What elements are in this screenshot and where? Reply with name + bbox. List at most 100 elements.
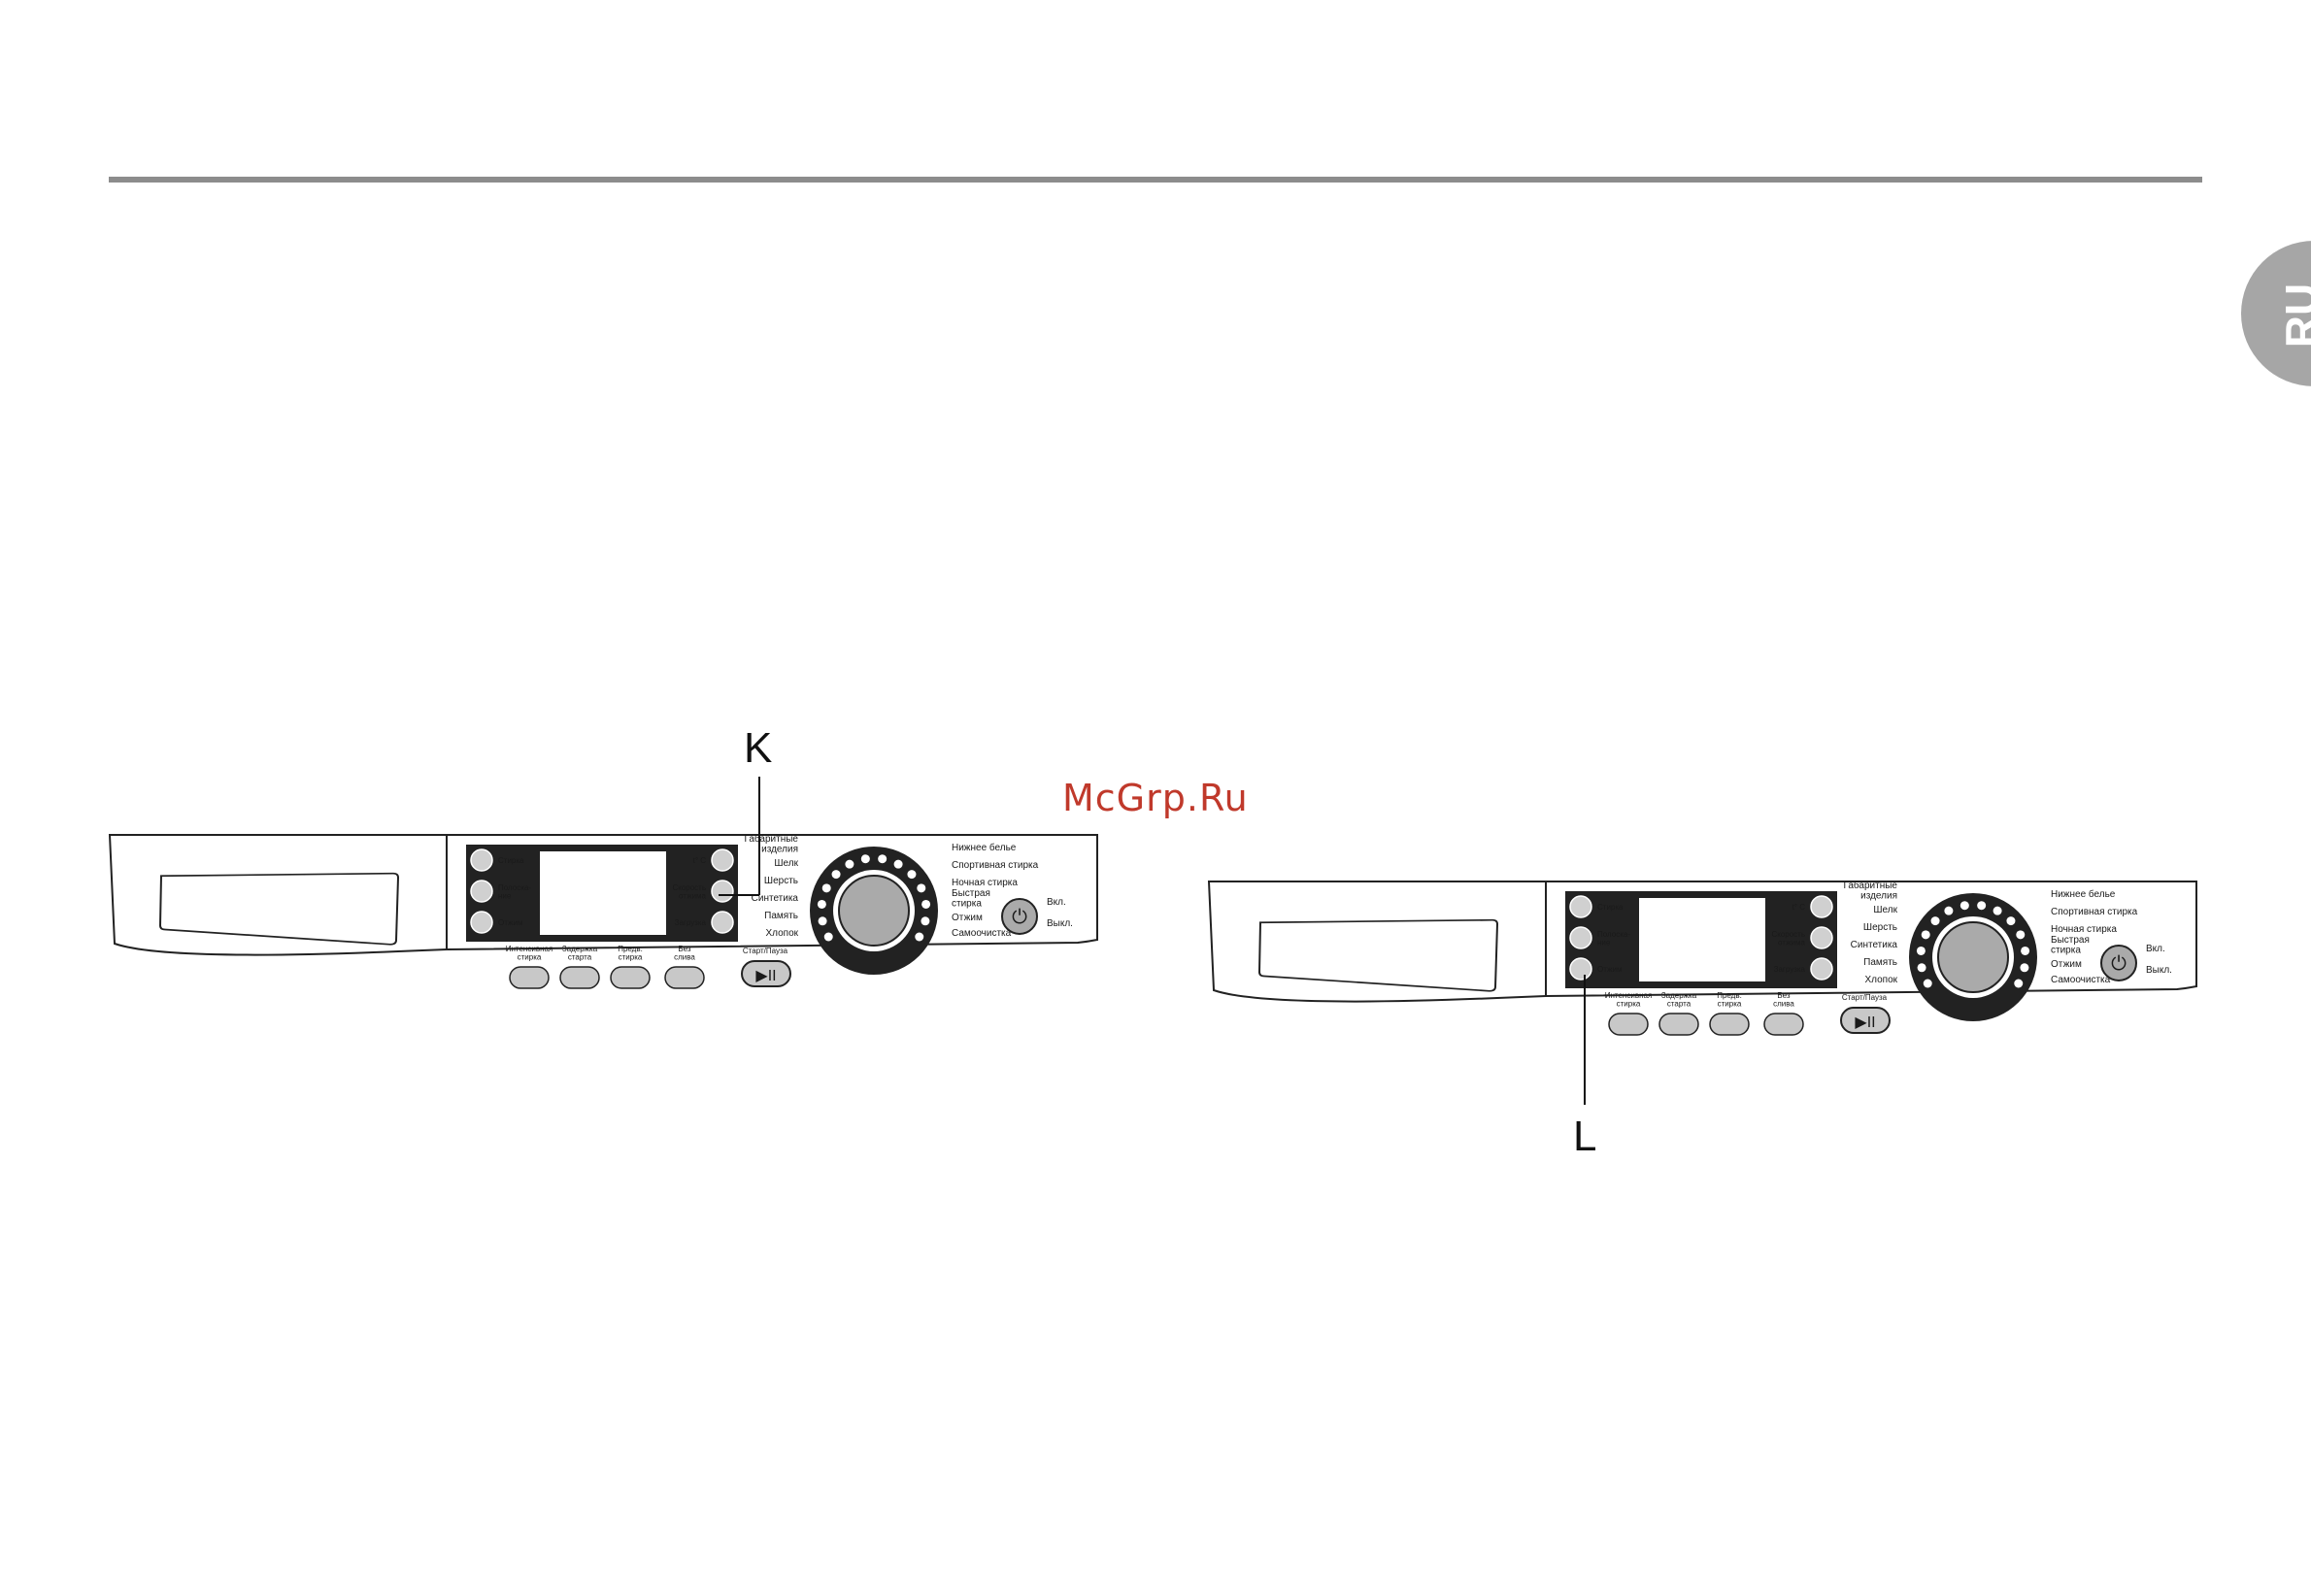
option-button-label: стирка [1718, 999, 1742, 1008]
option-button-label: Без [678, 945, 691, 953]
program-label-left: изделия [761, 845, 798, 855]
program-label-right: Ночная стирка [2051, 924, 2117, 935]
display-button-right [1810, 957, 1833, 981]
program-label-left: Хлопок [1864, 975, 1897, 985]
option-button [1709, 1013, 1750, 1036]
program-indicator-led [1923, 979, 1932, 988]
display-button-right [1810, 895, 1833, 918]
program-label-left: Синтетика [1851, 940, 1898, 950]
display-button-left-label: Полоска- [1597, 930, 1630, 939]
option-button [1763, 1013, 1804, 1036]
program-indicator-led [2016, 930, 2026, 940]
start-pause-label: Старт/Пауза [743, 947, 788, 955]
detergent-drawer [158, 872, 400, 946]
program-label-right: Быстрая [952, 888, 990, 899]
program-label-left: Память [1863, 957, 1897, 968]
program-indicator-led [845, 859, 854, 869]
option-button [1658, 1013, 1699, 1036]
option-button-label: Предв. [1717, 991, 1742, 1000]
program-indicator-led [2014, 979, 2024, 988]
program-indicator-led [893, 859, 903, 869]
option-button-label: Интенсивная [506, 945, 553, 953]
option-button [509, 966, 550, 989]
display-button-right-label: отжима [1778, 938, 1806, 947]
option-button-label: Без [1777, 991, 1791, 1000]
program-label-right: Отжим [952, 913, 983, 923]
option-button-label: стирка [1617, 999, 1641, 1008]
program-indicator-led [1977, 901, 1987, 911]
lcd-screen [540, 851, 666, 935]
display-button-right-label: отжима [679, 891, 707, 900]
option-button [664, 966, 705, 989]
display-button-left [1569, 895, 1592, 918]
program-indicator-led [860, 854, 870, 864]
program-indicator-led [821, 883, 831, 893]
display-button-left [1569, 957, 1592, 981]
program-label-left: изделия [1860, 891, 1897, 902]
power-glyph: ⏻ [1012, 907, 1027, 928]
program-dial-knob [1937, 921, 2009, 993]
program-label-right: стирка [952, 899, 982, 910]
power-icon [1001, 898, 1038, 935]
option-button [610, 966, 651, 989]
display-button-left-label: Стирка [498, 856, 524, 865]
program-indicator-led [2006, 916, 2016, 926]
power-off-label: Выкл. [1047, 918, 1073, 929]
display-button-right-label: Загрузка [675, 918, 707, 927]
option-button-label: Интенсивная [1605, 991, 1653, 1000]
program-indicator-led [823, 932, 833, 942]
option-button-label: стирка [518, 952, 542, 961]
display-button-left [1569, 926, 1592, 949]
display-button-left-label: Полоска- [498, 883, 531, 892]
display-button-right-label: t° C [1792, 903, 1806, 912]
program-label-left: Хлопок [765, 928, 798, 939]
program-indicator-led [921, 916, 930, 926]
program-indicator-led [831, 870, 841, 880]
option-button-label: старта [568, 952, 592, 961]
callout-l: L [1573, 1113, 1597, 1160]
play-pause-icon: ▶II [755, 968, 776, 984]
display-button-left [470, 848, 493, 872]
program-label-right: Самоочистка [952, 928, 1012, 939]
display-button-left-label: Отжим [1597, 965, 1622, 974]
program-indicator-led [1993, 906, 2002, 915]
display-button-right-label: Скорость [1771, 930, 1805, 939]
option-button-label: слива [1773, 999, 1794, 1008]
program-indicator-led [1959, 901, 1969, 911]
program-label-right: Быстрая [2051, 935, 2090, 946]
program-label-right: Спортивная стирка [2051, 907, 2138, 917]
program-label-right: Спортивная стирка [952, 860, 1039, 871]
display-button-left-label: Отжим [498, 918, 522, 927]
program-label-left: Габаритные [745, 833, 799, 845]
option-button-label: стирка [619, 952, 643, 961]
display-button-left-label: ние [1597, 938, 1611, 947]
program-indicator-led [921, 899, 931, 909]
program-indicator-led [818, 916, 827, 926]
power-off-label: Выкл. [2146, 965, 2172, 976]
program-indicator-led [2021, 946, 2030, 955]
display-button-right [711, 880, 734, 903]
program-label-right: стирка [2051, 946, 2081, 956]
program-dial-knob [838, 875, 910, 947]
language-tab-label: RU [2276, 283, 2311, 349]
program-indicator-led [1917, 963, 1926, 973]
display-button-left-label: Стирка [1597, 903, 1624, 912]
play-pause-icon: ▶II [1855, 1014, 1875, 1031]
callout-l-leader [1584, 975, 1586, 1105]
watermark: McGrp.Ru [1062, 777, 1249, 819]
program-label-left: Шерсть [764, 876, 798, 886]
program-label-left: Шелк [1873, 905, 1897, 915]
program-label-right: Отжим [2051, 959, 2082, 970]
display-button-right-label: Загрузка [1774, 965, 1806, 974]
program-indicator-led [915, 932, 924, 942]
detergent-drawer [1257, 918, 1499, 992]
program-label-right: Нижнее белье [2051, 888, 2116, 900]
program-label-right: Нижнее белье [952, 842, 1017, 853]
display-button-right [1810, 926, 1833, 949]
language-tab: RU [2241, 241, 2311, 386]
power-on-label: Вкл. [2146, 944, 2165, 954]
display-button-right-label: Скорость [672, 883, 706, 892]
option-button [559, 966, 600, 989]
